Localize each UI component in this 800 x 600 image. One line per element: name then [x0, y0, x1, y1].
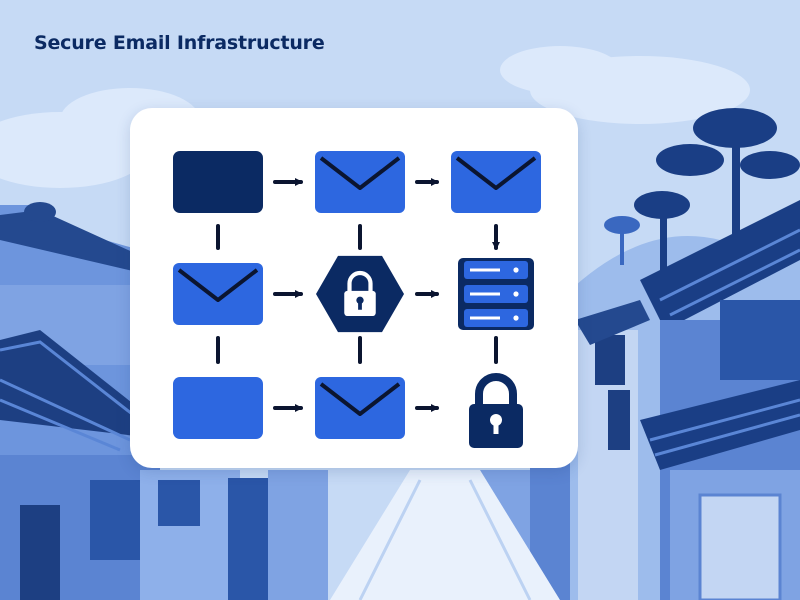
- envelope-icon: [315, 151, 405, 213]
- diagram-card: [130, 108, 578, 468]
- padlock-icon: [469, 373, 523, 448]
- envelope-icon: [173, 263, 263, 325]
- pine-trees: [604, 108, 800, 270]
- envelope-icon: [451, 151, 541, 213]
- flow-diagram: [173, 151, 541, 448]
- nodes: [173, 151, 541, 448]
- dark-box-icon: [173, 151, 263, 213]
- lock-hexagon-icon: [316, 255, 404, 333]
- page-title: Secure Email Infrastructure: [34, 32, 325, 54]
- road: [330, 470, 560, 600]
- server-icon: [458, 258, 534, 330]
- blue-box-icon: [173, 377, 263, 439]
- right-houses: [575, 200, 800, 600]
- envelope-icon: [315, 377, 405, 439]
- edges: [216, 178, 500, 412]
- left-houses: [0, 202, 170, 600]
